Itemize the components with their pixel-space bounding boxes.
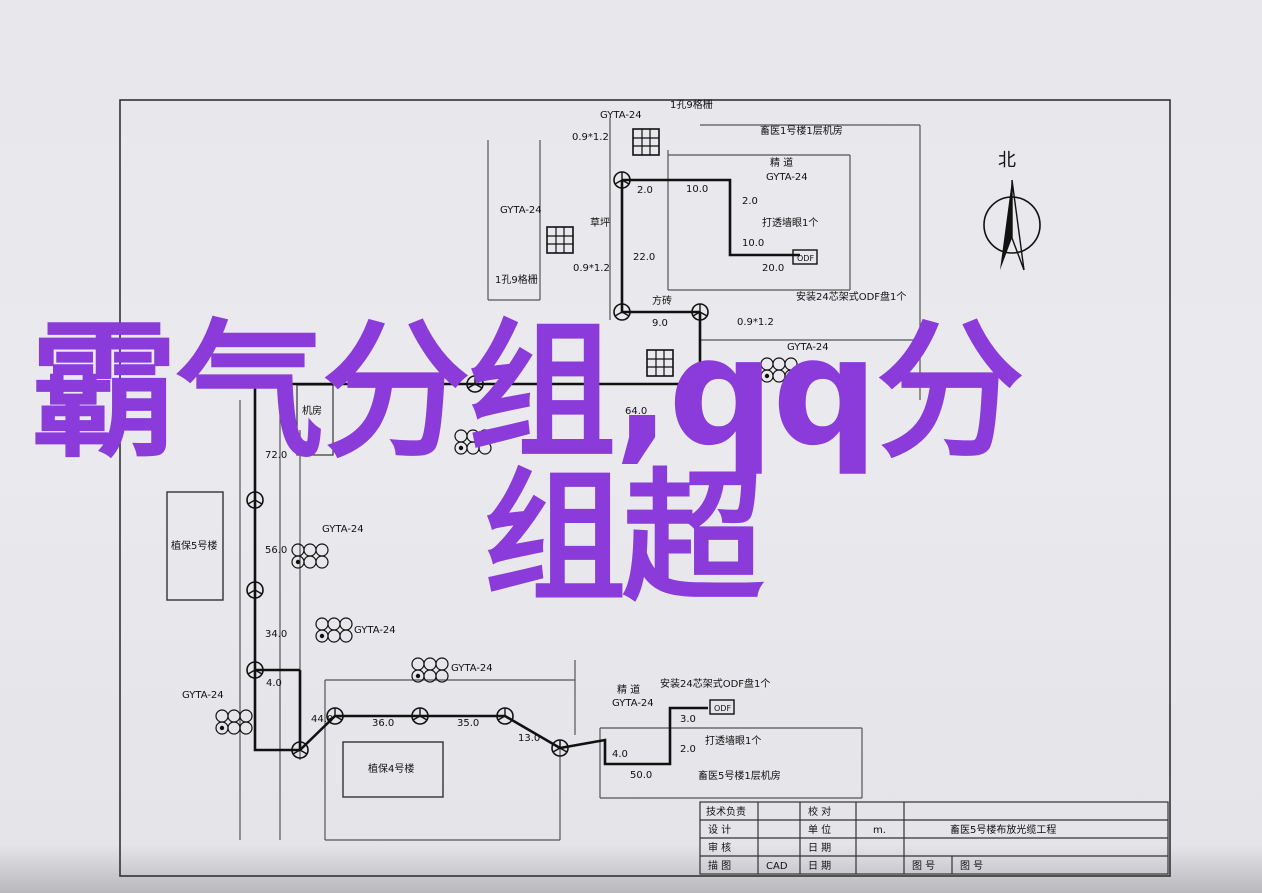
dist-20: 20.0 [762,263,784,274]
duct-group-4 [411,657,449,683]
wall-hole-top: 打透墙眼1个 [762,216,818,229]
handhole-mid [546,226,574,254]
dist-3: 3.0 [680,714,696,725]
tb-drawing-name: 图 号 [960,860,983,872]
dist-4b: 4.0 [612,749,628,760]
size-label-a: 0.9*1.2 [572,132,609,143]
paper-edge-shadow [0,845,1262,893]
gyta-label-2: GYTA-24 [500,205,542,216]
shaft-top-l2: GYTA-24 [766,172,808,183]
gyta-label-6: GYTA-24 [451,663,493,674]
dist-34: 34.0 [265,629,287,640]
tb-r3c1: 审 核 [708,841,731,854]
size-label-c: 0.9*1.2 [737,317,774,328]
dist-9: 9.0 [652,318,668,329]
overlay-title-line2: 组超 [484,456,764,621]
gyta-label-5: GYTA-24 [354,625,396,636]
dist-56: 56.0 [265,545,287,556]
tb-r1c1: 技术负责 [706,805,746,818]
dist-4a: 4.0 [266,678,282,689]
dist-2c: 2.0 [680,744,696,755]
gyta-label-4: GYTA-24 [322,524,364,535]
brick-label: 方砖 [652,294,672,307]
dist-2b: 2.0 [742,196,758,207]
odf-box-bottom [709,699,735,715]
bottom-building-label: 植保4号楼 [368,762,414,775]
tb-r2c1: 设 计 [708,823,731,836]
well-label-mid: 1孔9格栅 [495,273,538,286]
duct-group-2 [291,543,329,569]
duct-group-5 [215,709,253,735]
dist-22: 22.0 [633,252,655,263]
dist-50: 50.0 [630,770,652,781]
north-label: 北 [998,150,1016,171]
wall-hole-bottom: 打透墙眼1个 [705,734,761,747]
tb-r1c3: 校 对 [808,805,831,818]
building-bottom [342,741,444,798]
odf-box-top [792,249,818,265]
odf-top-text: ODF [797,254,814,263]
dist-2a: 2.0 [637,185,653,196]
grass-label: 草坪 [590,216,610,229]
gyta-label-7: GYTA-24 [182,690,224,701]
tb-r4c3: 日 期 [808,860,831,872]
top-room-label: 畜医1号楼1层机房 [760,124,843,137]
left-building-label: 植保5号楼 [171,539,217,552]
shaft-bottom-l2: GYTA-24 [612,698,654,709]
duct-group-3 [315,617,353,643]
drawing-frame [119,99,1171,877]
bottom-room-label: 畜医5号楼1层机房 [698,769,781,782]
tb-r2c3: 单 位 [808,823,831,836]
tb-r4c2: CAD [766,861,788,872]
dist-35: 35.0 [457,718,479,729]
dist-36: 36.0 [372,718,394,729]
size-label-b: 0.9*1.2 [573,263,610,274]
tb-r3c3: 日 期 [808,842,831,854]
dist-13: 13.0 [518,733,540,744]
odf-install-top: 安装24芯架式ODF盘1个 [796,290,906,303]
well-label-top: 1孔9格栅 [670,98,713,111]
gyta-label-3: GYTA-24 [787,342,829,353]
tb-r2c4: m. [873,825,886,836]
title-block [699,801,1169,875]
gyta-label-1: GYTA-24 [600,110,642,121]
dist-44: 44.0 [311,714,333,725]
dist-10a: 10.0 [686,184,708,195]
tb-r4c1: 描 图 [708,859,731,872]
building-left [166,491,224,601]
dist-10b: 10.0 [742,238,764,249]
north-arrow-icon [983,179,1041,271]
dist-72: 72.0 [265,450,287,461]
shaft-bottom-l1: 精 道 [617,683,640,696]
dist-64: 64.0 [625,406,647,417]
handhole-top [632,128,660,156]
odf-install-bottom: 安装24芯架式ODF盘1个 [660,677,770,690]
tb-project: 畜医5号楼布放光缆工程 [950,823,1056,836]
tb-drawing-no: 图 号 [912,860,935,872]
odf-bottom-text: ODF [714,704,731,713]
overlay-title-line1: 霸气分组,qq分 [30,306,1024,478]
machine-room-small-label: 机房 [302,404,322,417]
road-outlines [239,118,921,841]
shaft-top-l1: 精 道 [770,156,793,169]
